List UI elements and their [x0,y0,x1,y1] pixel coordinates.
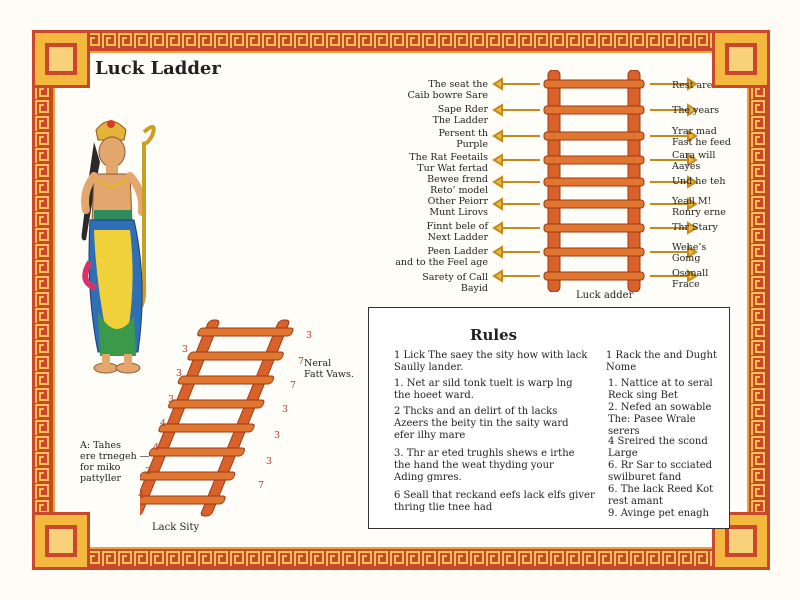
top-ladder-left-label: Sape Rder The Ladder [432,104,488,126]
top-ladder-caption: Luck adder [576,290,634,301]
rules-right-item: 1 Rack the and Dught Nome [606,350,717,373]
rules-heading: Rules [470,326,518,344]
top-ladder-left-label: Other Peiorr Munt Lirovs [427,196,488,218]
top-ladder-left-label: Peen Ladder and to the Feel age [395,246,488,268]
bottom-ladder-number: 7 [298,356,305,367]
bottom-ladder-number: 7 [290,380,297,391]
corner-ornament-top-right [712,30,770,88]
rules-left-item: 2 Thcks and an delirt of th lacks Azeers… [394,406,569,441]
goddess-figure-icon [81,120,156,374]
rules-right-item: 6. The lack Reed Kot rest amant [608,484,714,507]
bottom-ladder-number: 3 [182,344,189,355]
inner-border-line [53,51,749,549]
fret-pattern-bottom [54,551,748,567]
top-ladder-icon [543,70,645,292]
bottom-ladder-number: 3 [266,456,273,467]
rules-left-item: 1. Net ar sild tonk tuelt is warp lng th… [394,378,573,401]
top-ladder-right-label: Yeall M! Ronry erne [672,196,726,218]
top-ladder-left-label: Bewee frend Reto’ model [427,174,488,196]
rules-left-item: 1 Lick The saey the sity how with lack S… [394,350,588,373]
rules-right-item: 2. Nefed an sowable The: Pasee Wrale ser… [608,402,712,437]
top-ladder-left-label: Persent th Purple [438,128,488,150]
rules-right-item: 1. Nattice at to seral Reck sing Bet [608,378,713,401]
corner-ornament-top-left [32,30,90,88]
bottom-ladder-number: 3 [282,404,289,415]
bottom-ladder-number: 7 [258,480,265,491]
bottom-ladder-left-note: A: Tahes ere trnegeh — for miko pattylle… [80,440,150,484]
page-title: Luck Ladder [95,58,221,79]
bottom-ladder-number: 2 [145,466,152,477]
rules-panel [368,307,730,529]
top-ladder-right-label: Cara will Aayes [672,150,716,172]
bottom-ladder-caption: Lack Sity [152,522,200,533]
top-ladder-left-label: The seat the Caib bowre Sare [407,79,488,101]
bottom-ladder-number: 4 [160,418,167,429]
top-ladder-right-label: Osonall Frace [672,268,709,290]
bottom-ladder-side-note: Neral Fatt Vaws. [304,358,354,380]
top-ladder-right-label: Rest are [672,80,713,91]
bottom-ladder-number: 3 [168,394,175,405]
bottom-ladder-number: 3 [274,430,281,441]
top-ladder-right-label: Yrar mad Fast he feed [672,126,731,148]
rules-left-item: 3. Thr ar eted trughls shews e irthe the… [394,448,575,483]
bottom-ladder-number: 3 [306,330,313,341]
fret-pattern-left [35,52,51,548]
rules-left-item: 6 Seall that reckand eefs lack elfs give… [394,490,595,513]
rules-right-item: 6. Rr Sar to scciated swilburet fand [608,460,713,483]
arrow-set-top-ladder [492,77,698,283]
rules-right-item: 4 Sreired the scond Large [608,436,708,459]
top-ladder-right-label: Thr Stary [672,222,718,233]
bottom-ladder-number: 4 [138,490,145,501]
bottom-ladder-number: 4 [153,442,160,453]
top-ladder-right-label: Wehe’s Gomg [672,242,707,264]
rules-right-item: 9. Avinge pet enagh [608,508,710,519]
corner-ornament-bottom-left [32,512,90,570]
top-ladder-right-label: Und he teh [672,176,726,187]
bottom-ladder-icon [140,319,294,517]
top-ladder-left-label: Finnt bele of Next Ladder [426,221,488,243]
top-ladder-left-label: The Rat Feetails Tur Wat fertad [409,152,488,174]
fret-pattern-right [751,52,767,548]
top-ladder-right-label: The years [672,105,720,116]
bottom-ladder-number: 3 [176,368,183,379]
top-ladder-left-label: Sarety of Call Bayid [422,272,488,294]
fret-pattern-top [54,33,748,49]
